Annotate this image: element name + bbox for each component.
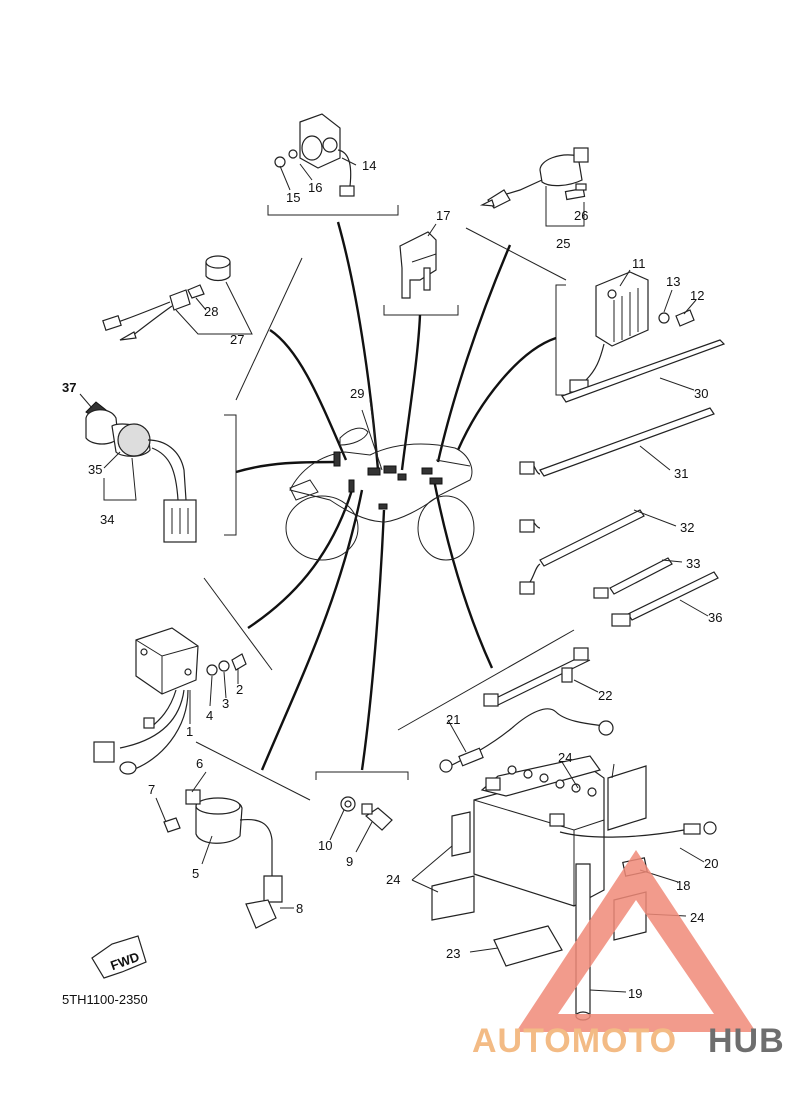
label-16: 16	[308, 180, 322, 195]
ignition-coil	[163, 789, 283, 929]
label-3: 3	[222, 696, 229, 711]
label-17: 17	[436, 208, 450, 223]
label-26: 26	[574, 208, 588, 223]
label-18: 18	[676, 878, 690, 893]
label-5: 5	[192, 866, 199, 881]
watermark-triangle-icon	[516, 850, 756, 1032]
diagram-code: 5TH1100-2350	[62, 992, 148, 1007]
label-23: 23	[446, 946, 460, 961]
label-15: 15	[286, 190, 300, 205]
label-27: 27	[230, 332, 244, 347]
label-12: 12	[690, 288, 704, 303]
label-4: 4	[206, 708, 213, 723]
label-1: 1	[186, 724, 193, 739]
leader-lines	[235, 221, 557, 771]
label-24-left: 24	[386, 872, 400, 887]
label-35: 35	[88, 462, 102, 477]
main-switch	[85, 401, 197, 543]
label-7: 7	[148, 782, 155, 797]
label-2: 2	[236, 682, 243, 697]
label-21: 21	[446, 712, 460, 727]
label-29: 29	[350, 386, 364, 401]
label-37: 37	[62, 380, 76, 395]
label-9: 9	[346, 854, 353, 869]
fwd-arrow: FWD	[91, 935, 147, 979]
part-labels: 14 16 15 17 26 25 11 13 12 28 27 37 29 3…	[62, 158, 722, 1001]
label-33: 33	[686, 556, 700, 571]
label-11: 11	[632, 256, 646, 271]
watermark: AUTOMOTO HUB	[472, 850, 785, 1060]
label-13: 13	[666, 274, 680, 289]
fuse-lead	[439, 708, 614, 773]
starter-relay	[274, 113, 355, 197]
group-brackets	[195, 205, 575, 801]
label-24-right: 24	[690, 910, 704, 925]
cable-ties	[519, 339, 726, 627]
watermark-part2: HUB	[708, 1022, 785, 1060]
neutral-switch	[340, 796, 393, 831]
label-30: 30	[694, 386, 708, 401]
label-25: 25	[556, 236, 570, 251]
label-36: 36	[708, 610, 722, 625]
label-6: 6	[196, 756, 203, 771]
label-28: 28	[204, 304, 218, 319]
rectifier-regulator	[93, 627, 247, 775]
sensor-assembly	[479, 147, 589, 209]
atv-silhouette	[285, 427, 475, 561]
label-34: 34	[100, 512, 114, 527]
battery-lead	[483, 647, 591, 707]
label-32: 32	[680, 520, 694, 535]
label-24-top: 24	[558, 750, 572, 765]
label-20: 20	[704, 856, 718, 871]
label-22: 22	[598, 688, 612, 703]
watermark-part1: AUTOMOTO	[472, 1022, 677, 1060]
label-10: 10	[318, 838, 332, 853]
label-31: 31	[674, 466, 688, 481]
label-8: 8	[296, 901, 303, 916]
label-14: 14	[362, 158, 376, 173]
sender-unit	[102, 255, 231, 341]
relay-cover	[399, 231, 437, 299]
callout-leaders	[79, 157, 709, 993]
label-19: 19	[628, 986, 642, 1001]
